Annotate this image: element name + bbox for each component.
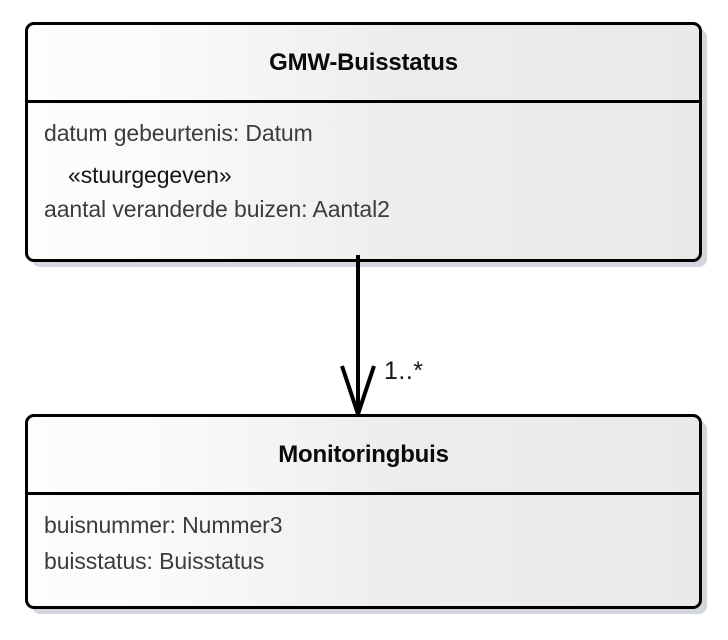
- class-name-compartment: Monitoringbuis: [28, 417, 699, 495]
- uml-class-gmw-buisstatus[interactable]: GMW-Buisstatus datum gebeurtenis: Datum …: [25, 22, 702, 262]
- class-title: GMW-Buisstatus: [269, 48, 458, 76]
- multiplicity-label: 1..*: [384, 357, 424, 385]
- association-connector: [340, 255, 376, 421]
- class-title: Monitoringbuis: [278, 440, 449, 468]
- uml-class-monitoringbuis[interactable]: Monitoringbuis buisnummer: Nummer3 buiss…: [25, 414, 702, 609]
- attribute-row: buisstatus: Buisstatus: [44, 548, 265, 574]
- attribute-stereotype: «stuurgegeven»: [68, 162, 232, 188]
- attribute-row: aantal veranderde buizen: Aantal2: [44, 196, 390, 222]
- open-arrowhead-icon: [340, 365, 376, 421]
- class-name-compartment: GMW-Buisstatus: [28, 25, 699, 103]
- attribute-row: buisnummer: Nummer3: [44, 512, 283, 538]
- class-attributes-compartment: datum gebeurtenis: Datum «stuurgegeven» …: [28, 103, 699, 227]
- attribute-row: datum gebeurtenis: Datum: [44, 120, 313, 146]
- class-attributes-compartment: buisnummer: Nummer3 buisstatus: Buisstat…: [28, 495, 699, 579]
